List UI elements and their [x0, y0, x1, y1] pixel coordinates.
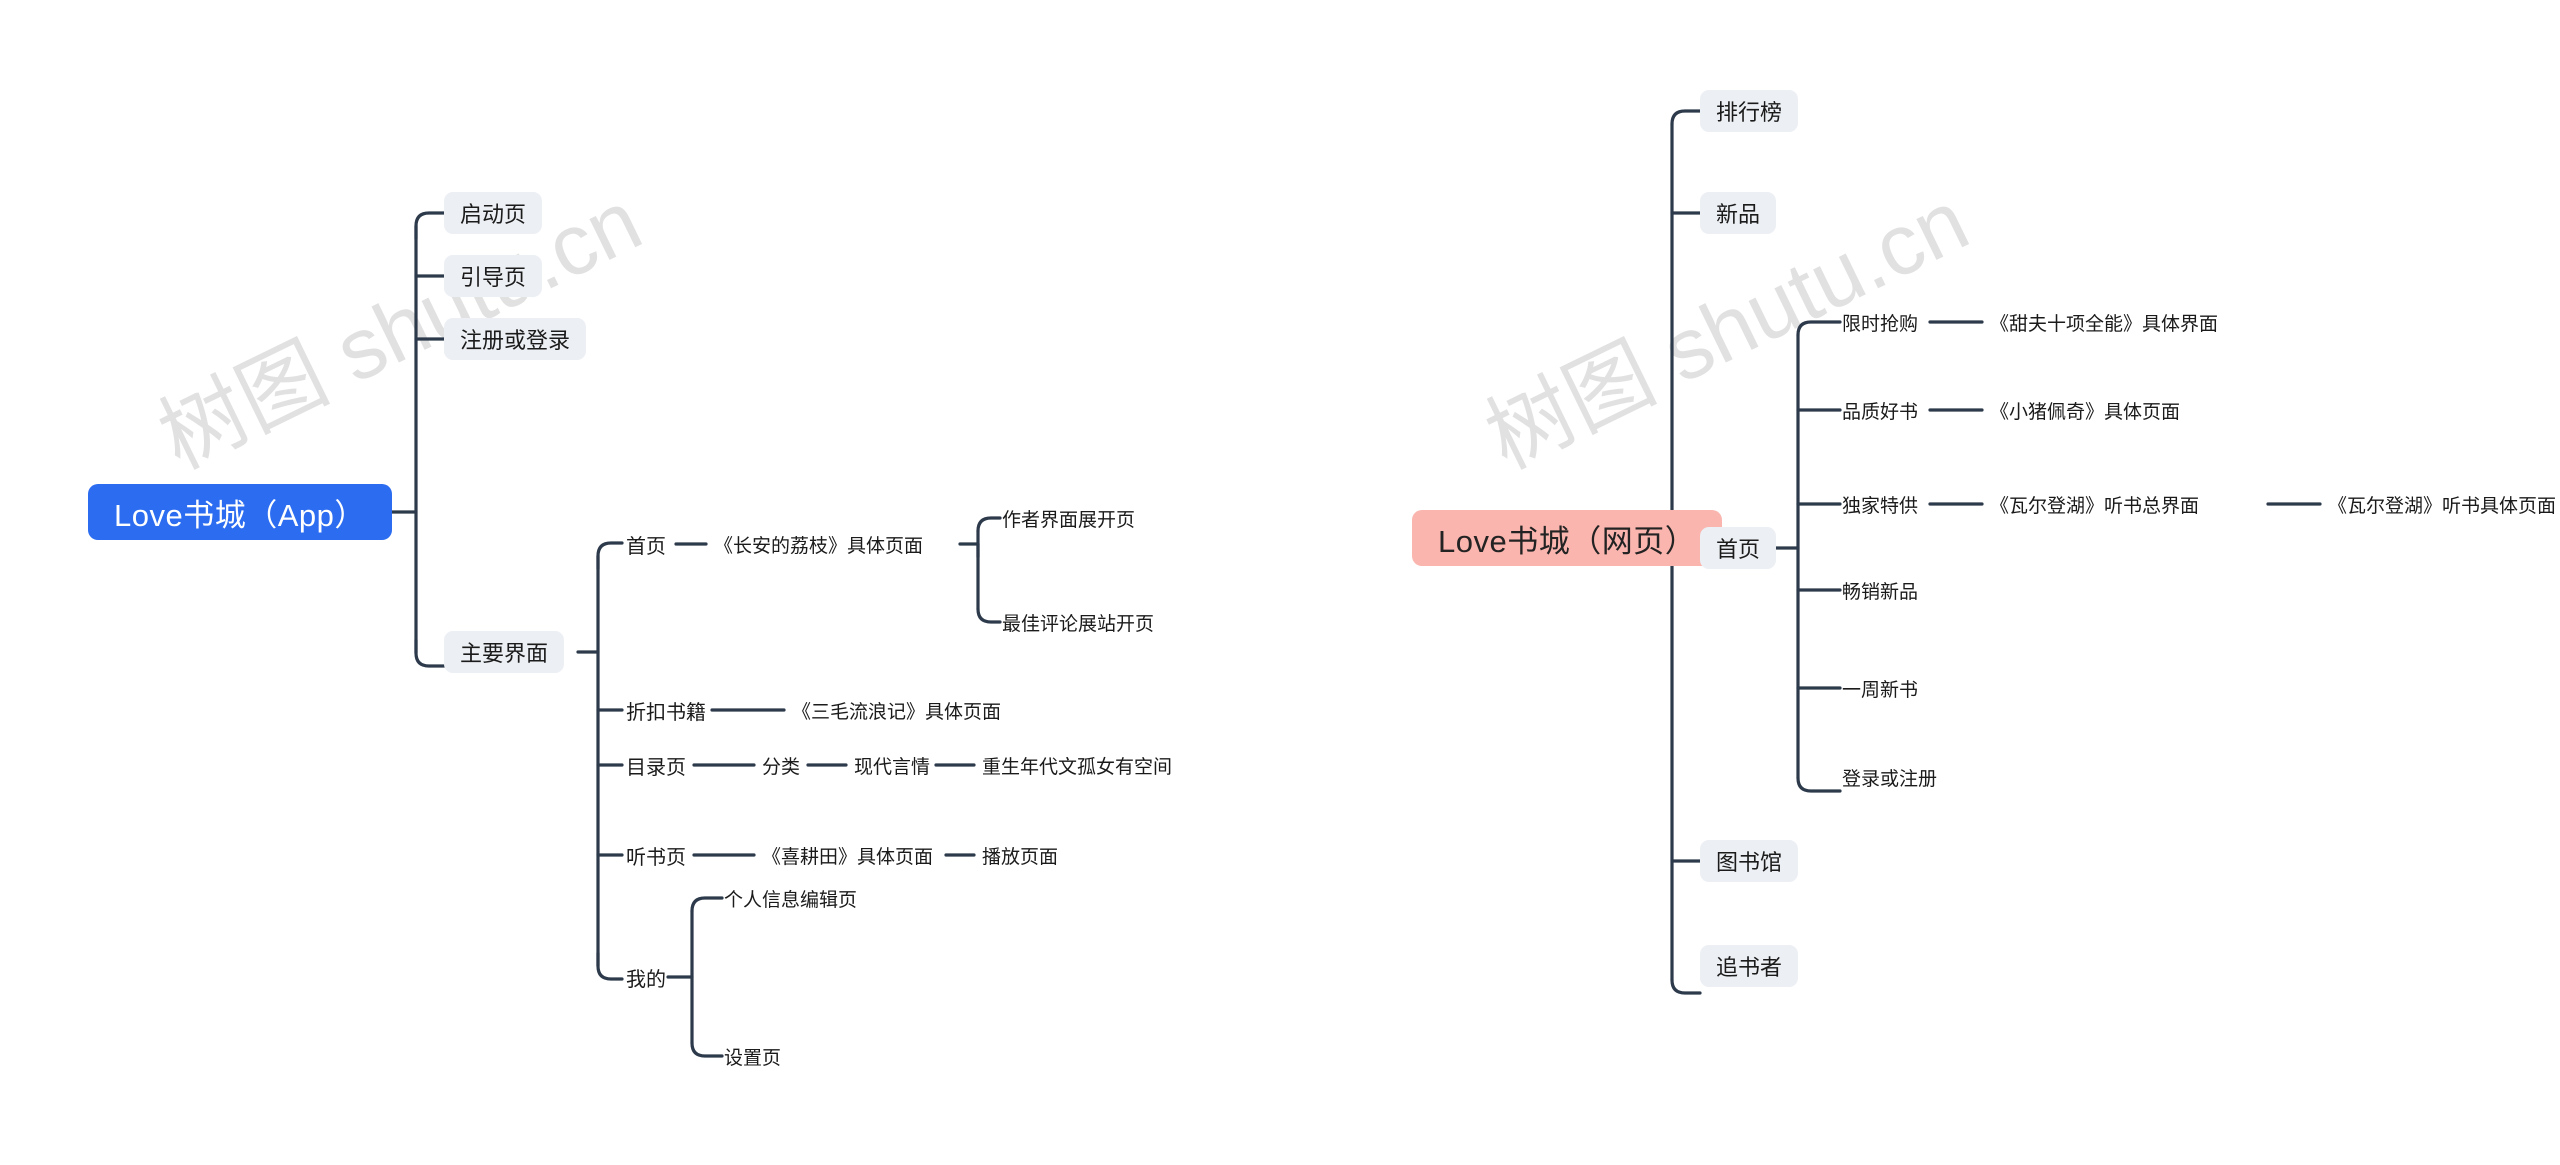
link-web-to-zhuishu [1670, 978, 1702, 995]
root-node-app-label: Love书城（App） [114, 497, 366, 533]
node-web-xiaozhu-label: 《小猪佩奇》具体页面 [1990, 401, 2181, 423]
node-app-zhekou-label: 折扣书籍 [626, 701, 706, 724]
node-app-zhuce-label: 注册或登录 [460, 328, 571, 353]
node-web-waerdeng-detail-label: 《瓦尔登湖》听书具体页面 [2328, 495, 2557, 517]
node-app-yindao-label: 引导页 [460, 265, 527, 290]
node-web-pinzhi[interactable]: 品质好书 [1840, 395, 1920, 425]
node-web-changxiao[interactable]: 畅销新品 [1840, 575, 1920, 605]
node-app-pinglun-label: 最佳评论展站开页 [1002, 613, 1155, 635]
link-zhuyao-to-wode [596, 951, 624, 981]
node-app-fenlei[interactable]: 分类 [760, 750, 802, 780]
link-webshouye-to-xianshi [1796, 320, 1842, 337]
root-node-web-label: Love书城（网页） [1438, 523, 1697, 559]
node-app-wode[interactable]: 我的 [622, 960, 670, 994]
node-app-chongsheng-label: 重生年代文孤女有空间 [982, 756, 1173, 778]
root-node-web[interactable]: Love书城（网页） [1412, 510, 1723, 566]
node-app-sanmao[interactable]: 《三毛流浪记》具体页面 [790, 695, 1003, 725]
node-web-dujia-label: 独家特供 [1842, 495, 1919, 517]
link-changan-to-pinglun [976, 607, 1002, 624]
link-group-app [318, 211, 1002, 1058]
node-app-wode-label: 我的 [626, 968, 666, 991]
node-app-bofang-label: 播放页面 [982, 846, 1059, 868]
node-app-mulu[interactable]: 目录页 [622, 748, 690, 782]
link-changan-to-zuozhe [976, 516, 1002, 533]
node-web-xiaozhu[interactable]: 《小猪佩奇》具体页面 [1988, 395, 2182, 425]
node-web-paihang-label: 排行榜 [1716, 100, 1783, 125]
node-web-waerdeng-total-label: 《瓦尔登湖》听书总界面 [1990, 495, 2200, 517]
node-app-gerenxinxi-label: 个人信息编辑页 [724, 889, 858, 911]
node-app-shouye-label: 首页 [626, 535, 666, 558]
node-app-zhuce[interactable]: 注册或登录 [444, 318, 587, 360]
node-web-waerdeng-total[interactable]: 《瓦尔登湖》听书总界面 [1988, 489, 2201, 519]
node-app-xigengtian-label: 《喜耕田》具体页面 [762, 846, 934, 868]
node-app-xiandai-label: 现代言情 [854, 756, 931, 778]
node-web-yizhou[interactable]: 一周新书 [1840, 673, 1920, 703]
node-app-xigengtian[interactable]: 《喜耕田》具体页面 [760, 840, 935, 870]
node-web-dujia[interactable]: 独家特供 [1840, 489, 1920, 519]
node-app-mulu-label: 目录页 [626, 756, 686, 779]
link-wode-to-geren [690, 896, 724, 913]
node-app-shezhi-label: 设置页 [724, 1047, 782, 1069]
node-web-shouye[interactable]: 首页 [1700, 527, 1777, 569]
root-node-app[interactable]: Love书城（App） [88, 484, 392, 540]
node-app-tingshu[interactable]: 听书页 [622, 838, 690, 872]
link-app-to-qidong [414, 211, 446, 241]
node-app-changan-label: 《长安的荔枝》具体页面 [714, 535, 924, 557]
node-app-zuozhe-label: 作者界面展开页 [1002, 509, 1136, 531]
node-app-sanmao-label: 《三毛流浪记》具体页面 [792, 701, 1002, 723]
node-app-pinglun[interactable]: 最佳评论展站开页 [1000, 607, 1156, 637]
node-app-xiandai[interactable]: 现代言情 [852, 750, 932, 780]
node-web-tianfu[interactable]: 《甜夫十项全能》具体界面 [1988, 307, 2220, 337]
node-web-yizhou-label: 一周新书 [1842, 679, 1919, 701]
node-web-denglu[interactable]: 登录或注册 [1840, 762, 1939, 792]
node-app-changan[interactable]: 《长安的荔枝》具体页面 [712, 529, 925, 559]
node-web-paihang[interactable]: 排行榜 [1700, 90, 1799, 132]
node-web-tushuguan[interactable]: 图书馆 [1700, 840, 1799, 882]
node-app-zhuyao[interactable]: 主要界面 [444, 631, 565, 673]
link-webshouye-to-denglu [1796, 776, 1842, 793]
node-web-xianshi-label: 限时抢购 [1842, 313, 1919, 335]
node-web-shouye-label: 首页 [1716, 537, 1761, 562]
node-web-pinzhi-label: 品质好书 [1842, 401, 1919, 423]
node-web-zhuishu[interactable]: 追书者 [1700, 945, 1799, 987]
node-app-shouye[interactable]: 首页 [622, 527, 670, 561]
node-web-zhuishu-label: 追书者 [1716, 955, 1783, 980]
link-app-to-zhuyao [414, 638, 446, 668]
node-app-qidong-label: 启动页 [460, 202, 527, 227]
node-app-gerenxinxi[interactable]: 个人信息编辑页 [722, 883, 859, 913]
link-wode-to-shezhi [690, 1041, 724, 1058]
node-app-zuozhe[interactable]: 作者界面展开页 [1000, 503, 1137, 533]
link-web-to-paihang [1670, 109, 1702, 126]
node-web-xinpin-label: 新品 [1716, 202, 1761, 227]
node-app-bofang[interactable]: 播放页面 [980, 840, 1060, 870]
node-web-xianshi[interactable]: 限时抢购 [1840, 307, 1920, 337]
node-app-shezhi[interactable]: 设置页 [722, 1041, 783, 1071]
node-web-tushuguan-label: 图书馆 [1716, 850, 1783, 875]
node-app-qidong[interactable]: 启动页 [444, 192, 543, 234]
link-zhuyao-to-shouye [596, 541, 624, 571]
node-web-denglu-label: 登录或注册 [1842, 768, 1938, 790]
node-app-zhekou[interactable]: 折扣书籍 [622, 693, 710, 727]
node-web-changxiao-label: 畅销新品 [1842, 581, 1919, 603]
node-app-chongsheng[interactable]: 重生年代文孤女有空间 [980, 750, 1174, 780]
node-web-tianfu-label: 《甜夫十项全能》具体界面 [1990, 313, 2219, 335]
node-app-tingshu-label: 听书页 [626, 846, 686, 869]
node-web-waerdeng-detail[interactable]: 《瓦尔登湖》听书具体页面 [2326, 489, 2558, 519]
node-app-fenlei-label: 分类 [762, 756, 801, 778]
node-web-xinpin[interactable]: 新品 [1700, 192, 1777, 234]
node-app-zhuyao-label: 主要界面 [460, 641, 549, 666]
node-app-yindao[interactable]: 引导页 [444, 255, 543, 297]
